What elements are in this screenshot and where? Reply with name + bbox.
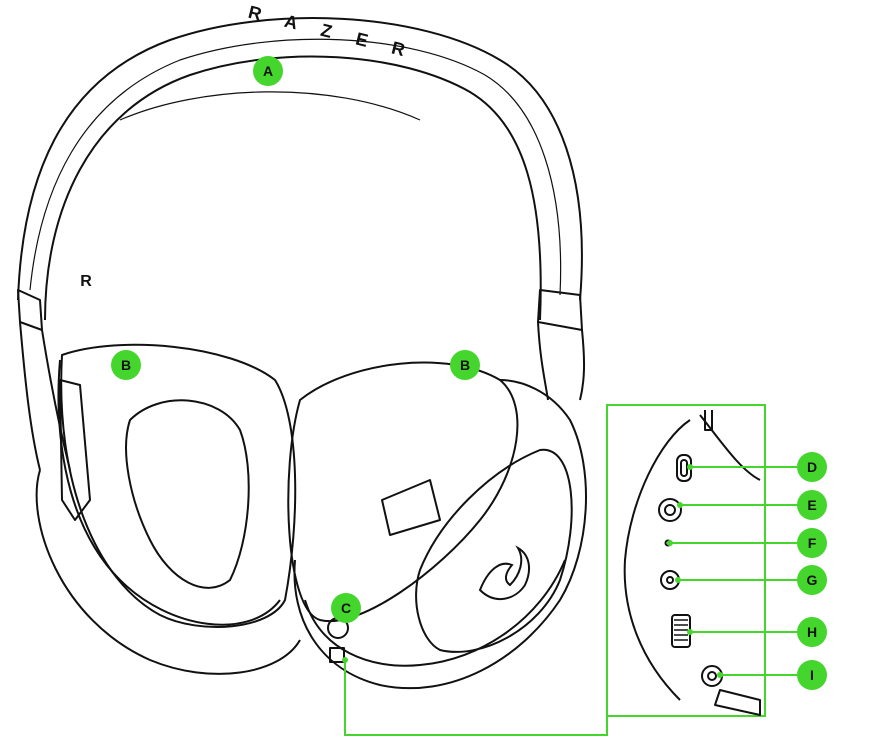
leader-dot [677, 502, 683, 508]
callout-d: D [797, 452, 827, 482]
svg-text:I: I [810, 667, 814, 683]
leader-dot [717, 672, 723, 678]
svg-text:H: H [807, 624, 817, 640]
leader-dot [342, 657, 348, 663]
logo-icon [478, 545, 531, 600]
callout-i: I [797, 660, 827, 690]
headband [17, 17, 586, 471]
svg-text:E: E [807, 497, 816, 513]
svg-text:B: B [460, 357, 470, 373]
leader-dot [687, 629, 693, 635]
svg-text:G: G [807, 572, 818, 588]
callout-a: A [253, 56, 283, 86]
callout-b-right: B [450, 350, 480, 380]
leader-lines [344, 466, 800, 736]
right-earcup [287, 361, 588, 690]
callout-e: E [797, 490, 827, 520]
leader-dot [667, 540, 673, 546]
detail-inset [606, 404, 766, 717]
inset-frame [606, 404, 766, 717]
svg-text:B: B [121, 357, 131, 373]
callout-f: F [797, 528, 827, 558]
svg-text:A: A [263, 63, 273, 79]
headband-lettering: R A Z E R [246, 2, 416, 63]
callout-b-left: B [111, 350, 141, 380]
callout-h: H [797, 617, 827, 647]
left-earcup [35, 343, 301, 675]
callout-g: G [797, 565, 827, 595]
svg-text:F: F [808, 535, 817, 551]
callout-c: C [331, 593, 361, 623]
svg-text:C: C [341, 600, 351, 616]
svg-text:D: D [807, 459, 817, 475]
leader-dot [675, 577, 681, 583]
leader-dot [687, 464, 693, 470]
brand-mark: R [80, 273, 92, 290]
